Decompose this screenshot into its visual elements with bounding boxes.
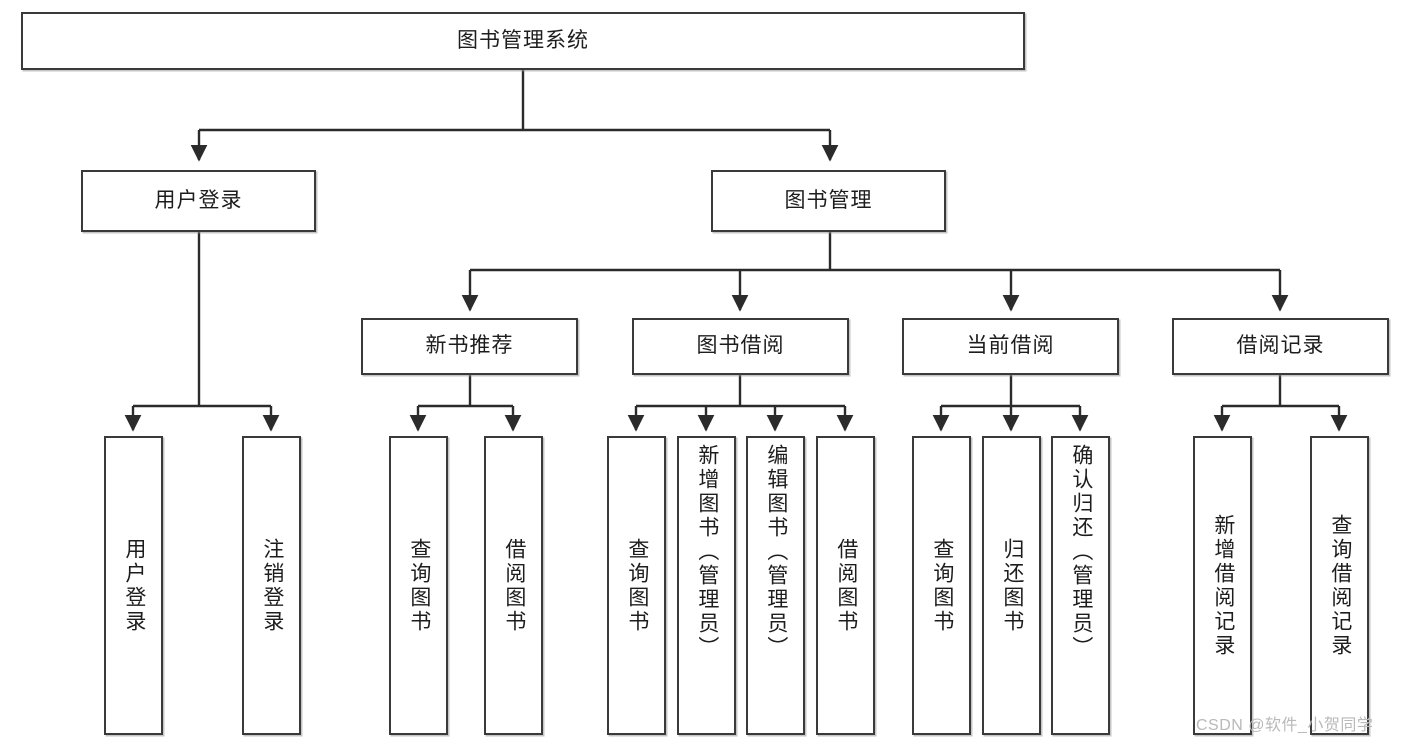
node-new-book-recommend[interactable]: 新书推荐	[361, 318, 578, 375]
node-root-system[interactable]: 图书管理系统	[21, 12, 1025, 70]
leaf-book-borrow-query[interactable]: 查询图书	[607, 436, 666, 735]
node-label: 查询借阅记录	[1328, 513, 1352, 658]
node-label: 确认归还（管理员）	[1069, 444, 1093, 660]
node-current-borrow[interactable]: 当前借阅	[902, 318, 1119, 375]
leaf-borrow-record-query[interactable]: 查询借阅记录	[1310, 436, 1369, 735]
leaf-current-borrow-return[interactable]: 归还图书	[982, 436, 1041, 735]
leaf-user-login-login[interactable]: 用户登录	[104, 436, 163, 735]
node-borrow-record[interactable]: 借阅记录	[1172, 318, 1389, 375]
leaf-borrow-record-add[interactable]: 新增借阅记录	[1193, 436, 1252, 735]
node-label: 注销登录	[260, 537, 284, 634]
leaf-book-borrow-borrow[interactable]: 借阅图书	[816, 436, 875, 735]
leaf-new-book-borrow[interactable]: 借阅图书	[484, 436, 543, 735]
node-label: 借阅记录	[1236, 334, 1325, 358]
node-label: 图书借阅	[696, 334, 785, 358]
leaf-current-borrow-confirm-return[interactable]: 确认归还（管理员）	[1051, 436, 1110, 735]
node-label: 用户登录	[154, 188, 243, 212]
node-label: 编辑图书（管理员）	[764, 444, 788, 660]
leaf-book-borrow-edit[interactable]: 编辑图书（管理员）	[746, 436, 805, 735]
node-user-login[interactable]: 用户登录	[81, 170, 316, 232]
node-label: 查询图书	[407, 537, 431, 634]
node-label: 借阅图书	[834, 537, 858, 634]
node-label: 当前借阅	[966, 334, 1055, 358]
leaf-new-book-query[interactable]: 查询图书	[389, 436, 448, 735]
leaf-current-borrow-query[interactable]: 查询图书	[912, 436, 971, 735]
node-label: 借阅图书	[502, 537, 526, 634]
node-book-borrow[interactable]: 图书借阅	[632, 318, 849, 375]
node-label: 图书管理系统	[457, 28, 589, 52]
leaf-book-borrow-add[interactable]: 新增图书（管理员）	[677, 436, 736, 735]
node-book-management[interactable]: 图书管理	[711, 170, 946, 232]
node-label: 新增借阅记录	[1211, 513, 1235, 658]
node-label: 新书推荐	[425, 334, 514, 358]
node-label: 归还图书	[1000, 537, 1024, 634]
node-label: 查询图书	[930, 537, 954, 634]
node-label: 用户登录	[122, 537, 146, 634]
node-label: 新增图书（管理员）	[695, 444, 719, 660]
node-label: 查询图书	[625, 537, 649, 634]
leaf-user-login-logout[interactable]: 注销登录	[242, 436, 301, 735]
node-label: 图书管理	[784, 188, 873, 212]
